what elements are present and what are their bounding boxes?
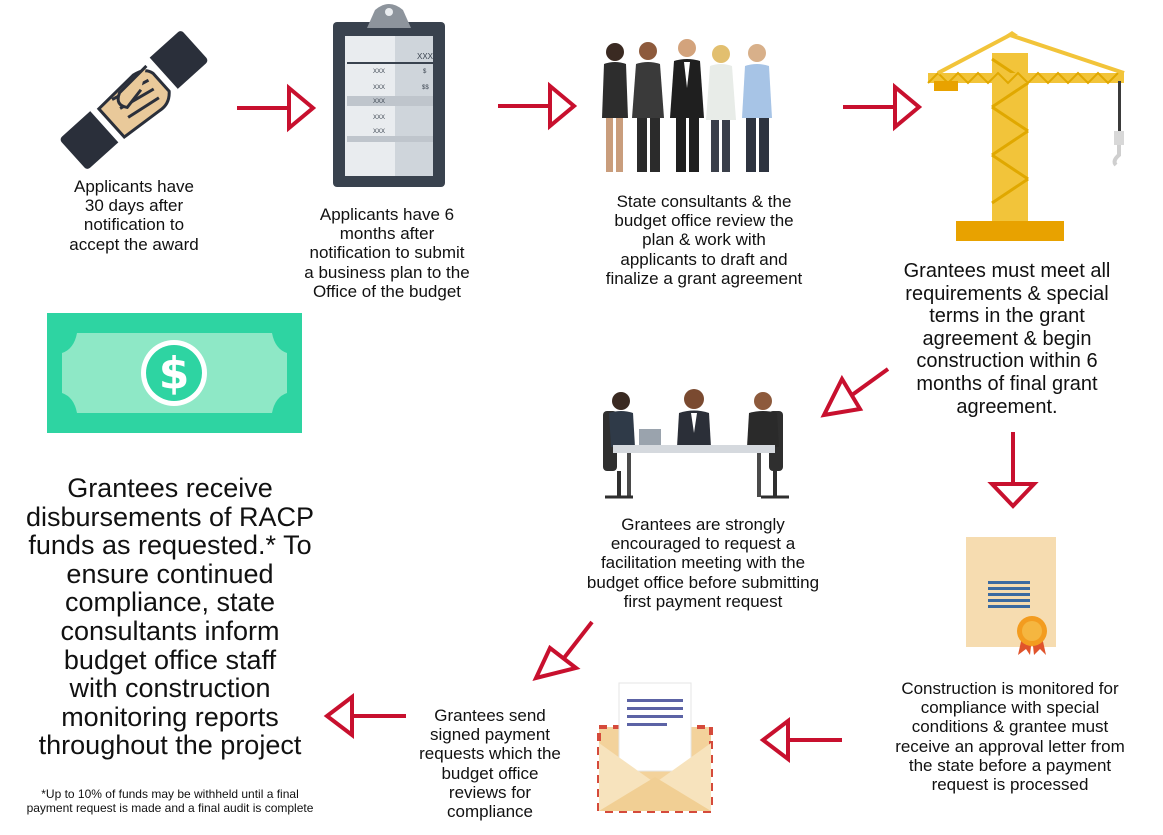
caption-line: funds as requested.* To <box>28 530 312 561</box>
clipboard-text: XXX <box>373 129 385 135</box>
step-disbursement-caption: Grantees receive disbursements of RACP f… <box>0 474 340 760</box>
crane-icon <box>927 31 1125 241</box>
arrow-down <box>987 432 1039 509</box>
step-monitoring-caption: Construction is monitored for compliance… <box>865 679 1155 794</box>
caption-line: compliance, state <box>64 587 276 618</box>
caption-line: budget office before submitting <box>586 572 820 592</box>
caption-line: Applicants have 6 <box>319 205 455 224</box>
caption-line: facilitation meeting with the <box>600 553 806 573</box>
caption-line: agreement. <box>956 395 1058 418</box>
caption-line: Grantees are strongly <box>621 515 785 534</box>
clipboard-text: $$ <box>422 85 429 91</box>
handshake-icon <box>60 31 208 169</box>
caption-line: Grantees send <box>434 706 546 725</box>
caption-line: notification to <box>83 215 185 235</box>
caption-line: agreement & begin <box>922 327 1092 350</box>
clipboard-text: XXX <box>417 52 434 61</box>
caption-line: applicants to draft and <box>620 249 788 269</box>
caption-line: State consultants & the <box>616 192 792 211</box>
meeting-table-icon <box>603 389 789 499</box>
caption-line: requests which the <box>419 744 561 764</box>
caption-line: receive an approval letter from <box>895 736 1125 756</box>
clipboard-icon: XXX XXX $ XXX $$ XXX XXX XXX <box>333 4 445 187</box>
clipboard-text: $ <box>423 69 427 75</box>
arrow-right-2 <box>498 81 578 131</box>
arrow-left-2 <box>323 692 406 740</box>
caption-line: compliance with special <box>920 698 1100 718</box>
arrow-left-1 <box>759 716 842 764</box>
caption-line: Office of the budget <box>312 281 462 301</box>
caption-line: signed payment <box>429 725 551 745</box>
clipboard-text: XXX <box>373 115 385 121</box>
step-facilitation-caption: Grantees are strongly encouraged to requ… <box>553 515 853 611</box>
step-accept-caption: Applicants have 30 days after notificati… <box>34 177 234 254</box>
caption-line: with construction <box>69 673 271 704</box>
caption-line: conditions & grantee must <box>911 717 1109 737</box>
arrow-right-1 <box>237 83 317 133</box>
footnote: *Up to 10% of funds may be withheld unti… <box>0 787 340 816</box>
arrow-down-left-1 <box>820 367 890 418</box>
step-construction-caption: Grantees must meet all requirements & sp… <box>872 260 1142 418</box>
clipboard-text: XXX <box>373 69 385 75</box>
caption-line: ensure continued <box>66 558 274 589</box>
dollar-bill-icon: $ <box>47 313 302 433</box>
caption-line: Grantees receive <box>67 473 273 503</box>
step-review-caption: State consultants & the budget office re… <box>574 192 834 288</box>
caption-line: months of final grant <box>916 372 1098 395</box>
caption-line: encouraged to request a <box>610 534 796 554</box>
caption-line: requirements & special <box>905 282 1109 305</box>
caption-line: consultants inform <box>60 616 280 647</box>
clipboard-text: XXX <box>373 85 385 91</box>
caption-line: construction within 6 <box>916 350 1098 373</box>
caption-line: monitoring reports <box>61 701 279 732</box>
caption-line: plan & work with <box>642 230 766 250</box>
caption-line: accept the award <box>69 234 199 254</box>
caption-line: budget office review the <box>614 211 794 231</box>
caption-line: terms in the grant <box>929 305 1085 328</box>
caption-line: first payment request <box>623 591 783 611</box>
caption-line: compliance <box>447 802 533 822</box>
caption-line: disbursements of RACP <box>25 501 315 532</box>
caption-line: 30 days after <box>84 196 184 216</box>
team-group-icon <box>602 39 772 172</box>
caption-line: throughout the project <box>38 730 302 761</box>
step-payment-requests-caption: Grantees send signed payment requests wh… <box>402 706 578 821</box>
caption-line: budget office staff <box>63 644 277 675</box>
footnote-line: payment request is made and a final audi… <box>26 800 314 815</box>
caption-line: months after <box>339 224 435 244</box>
envelope-letter-icon <box>597 682 713 813</box>
caption-line: request is processed <box>931 775 1089 795</box>
caption-line: a business plan to the <box>304 262 470 282</box>
caption-line: finalize a grant agreement <box>605 268 803 288</box>
dollar-symbol: $ <box>159 348 190 399</box>
arrow-right-3 <box>843 82 923 132</box>
clipboard-text: XXX <box>373 99 385 105</box>
caption-line: the state before a payment <box>908 755 1112 775</box>
caption-line: notification to submit <box>309 243 465 263</box>
caption-line: Construction is monitored for <box>901 679 1119 698</box>
caption-line: budget office <box>441 763 539 783</box>
caption-line: Grantees must meet all <box>903 260 1111 282</box>
caption-line: reviews for <box>448 782 532 802</box>
caption-line: Applicants have <box>73 177 195 196</box>
step-business-plan-caption: Applicants have 6 months after notificat… <box>282 205 492 301</box>
certificate-icon <box>966 537 1056 655</box>
arrow-down-left-2 <box>532 620 594 681</box>
footnote-line: *Up to 10% of funds may be withheld unti… <box>41 787 299 801</box>
